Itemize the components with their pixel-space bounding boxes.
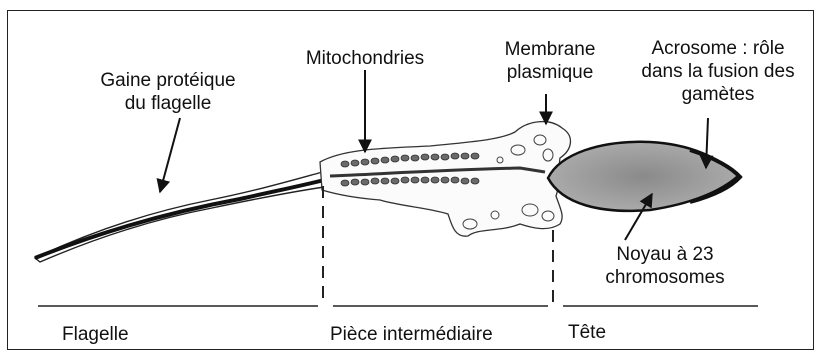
- label-membrane: Membrane plasmique: [480, 38, 620, 84]
- label-noyau: Noyau à 23 chromosomes: [580, 243, 750, 289]
- label-mitochondries: Mitochondries: [280, 47, 450, 70]
- label-acrosome: Acrosome : rôle dans la fusion des gamèt…: [626, 37, 810, 106]
- segment-piece-intermediaire: Pièce intermédiaire: [330, 324, 493, 346]
- segment-tete: Tête: [568, 322, 606, 344]
- flagellum: [35, 170, 332, 262]
- head: [548, 142, 740, 211]
- midpiece: [320, 122, 570, 237]
- label-gaine: Gaine protéique du flagelle: [58, 69, 278, 115]
- segment-flagelle: Flagelle: [62, 324, 129, 346]
